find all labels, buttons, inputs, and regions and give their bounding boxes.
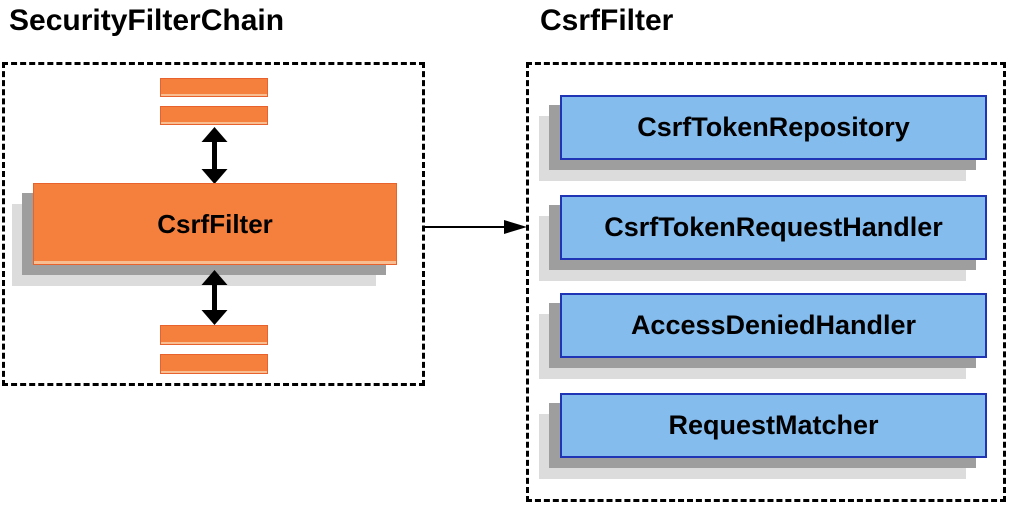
interface-box-group: AccessDeniedHandler xyxy=(539,293,987,379)
double-arrow-icon xyxy=(201,127,228,184)
request-matcher-box: RequestMatcher xyxy=(560,393,987,458)
interface-box-group: CsrfTokenRequestHandler xyxy=(539,195,987,281)
interface-box-group: CsrfTokenRepository xyxy=(539,95,987,181)
filter-placeholder-bar xyxy=(160,354,268,374)
double-arrow-icon xyxy=(201,270,228,325)
interface-box-group: RequestMatcher xyxy=(539,393,987,479)
csrf-token-repository-box: CsrfTokenRepository xyxy=(560,95,987,160)
security-filter-chain-title: SecurityFilterChain xyxy=(9,4,285,37)
csrf-filter-box: CsrfFilter xyxy=(33,183,397,265)
csrf-filter-title: CsrfFilter xyxy=(540,4,674,37)
filter-placeholder-bar xyxy=(160,106,268,125)
filter-placeholder-bar xyxy=(160,78,268,97)
csrf-token-request-handler-box: CsrfTokenRequestHandler xyxy=(560,195,987,260)
right-arrow-icon xyxy=(424,220,527,234)
filter-placeholder-bar xyxy=(160,325,268,345)
csrf-filter-box-group: CsrfFilter xyxy=(12,183,397,286)
access-denied-handler-box: AccessDeniedHandler xyxy=(560,293,987,358)
security-filter-chain-container xyxy=(2,62,425,386)
csrf-filter-detail-container xyxy=(526,62,1006,502)
